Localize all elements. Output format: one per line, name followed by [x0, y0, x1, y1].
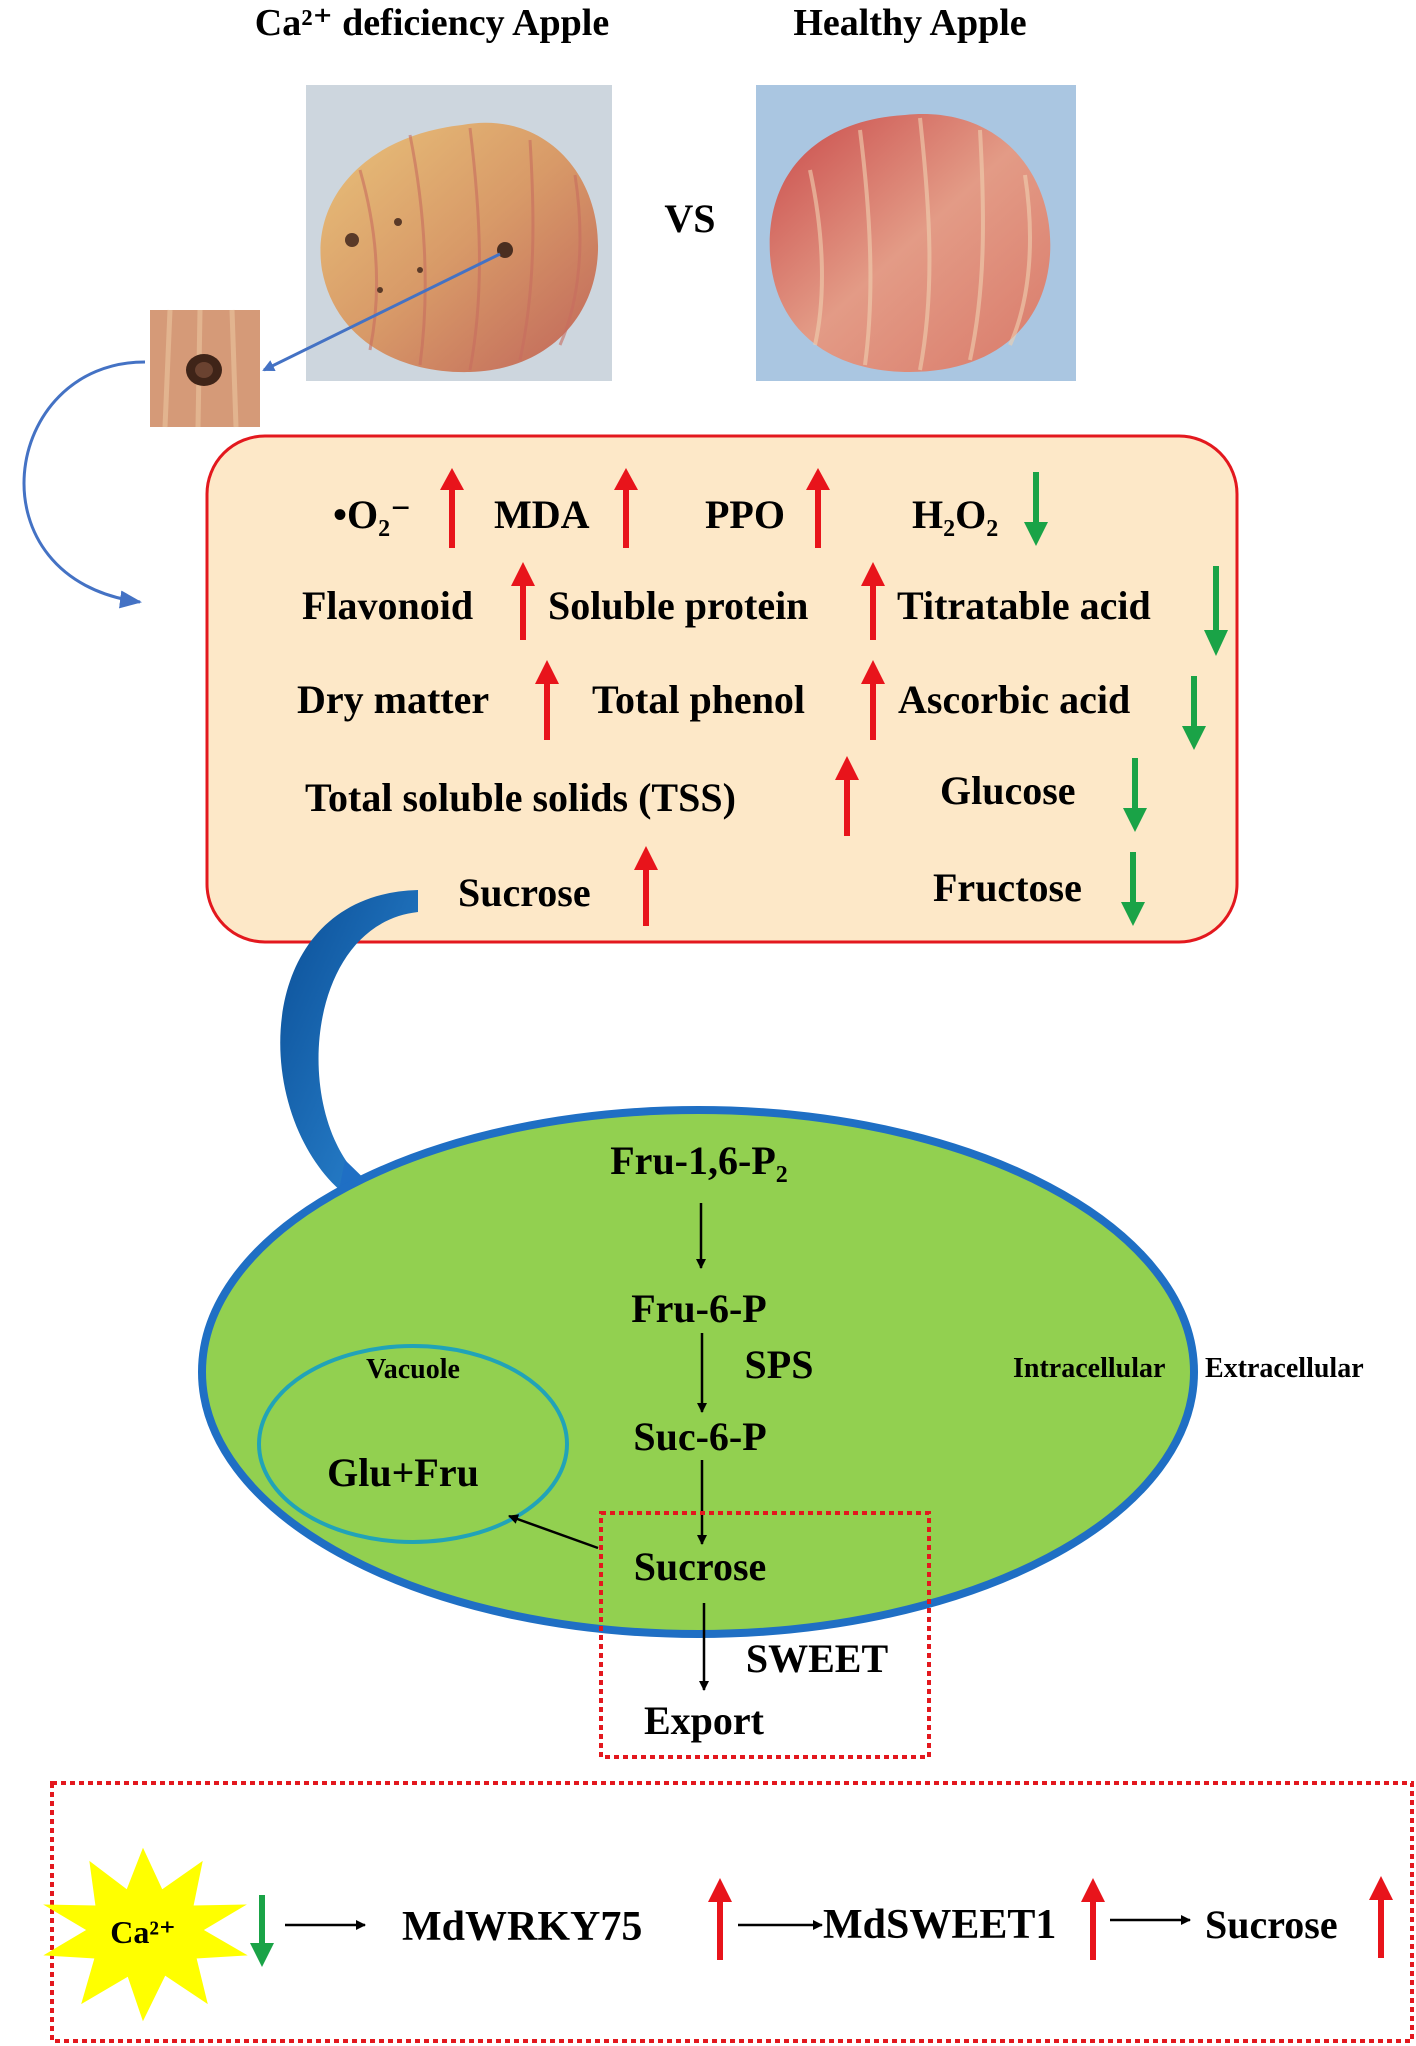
dry-matter-label: Dry matter	[297, 677, 489, 722]
calcium-label: Ca²⁺	[110, 1914, 176, 1950]
flavonoid-label: Flavonoid	[302, 583, 473, 628]
sucrose-up-arrow	[634, 846, 658, 926]
glucose-label: Glucose	[940, 768, 1076, 813]
suc6p-label: Suc-6-P	[633, 1414, 766, 1459]
intracellular-label: Intracellular	[1013, 1353, 1165, 1384]
sps-label: SPS	[745, 1342, 814, 1387]
superoxide-label: •O₂⁻	[333, 492, 411, 537]
titratable-acid-label: Titratable acid	[897, 583, 1151, 628]
pathway-sucrose-label: Sucrose	[1205, 1902, 1338, 1947]
ascorbic-acid-down-arrow	[1182, 676, 1206, 750]
sweet1-label: MdSWEET1	[823, 1902, 1056, 1948]
panel-sucrose-label: Sucrose	[458, 870, 591, 915]
fru6p-label: Fru-6-P	[631, 1286, 767, 1331]
fructose-down-arrow	[1121, 852, 1145, 926]
vacuole-label: Vacuole	[366, 1354, 460, 1385]
dry-matter-up-arrow	[535, 660, 559, 740]
h2o2-label: H₂O₂	[912, 492, 998, 537]
total-phenol-label: Total phenol	[592, 677, 805, 722]
glufru-label: Glu+Fru	[327, 1450, 479, 1495]
lesion-to-panel-arrow	[22, 360, 146, 609]
total-phenol-up-arrow	[861, 660, 885, 740]
healthy-apple-photo	[756, 85, 1076, 381]
tss-up-arrow	[835, 756, 859, 836]
lesion-pointer-arrow	[262, 252, 501, 372]
calcium-star	[43, 1847, 248, 2022]
fru16p2-label: Fru-1,6-P₂	[610, 1138, 788, 1183]
export-label: Export	[644, 1698, 765, 1743]
lesion-zoom-photo	[150, 309, 260, 428]
ppo-label: PPO	[705, 492, 785, 537]
flavonoid-up-arrow	[511, 562, 535, 640]
vacuole	[257, 1344, 569, 1544]
tss-label: Total soluble solids (TSS)	[305, 775, 736, 820]
titratable-acid-down-arrow	[1204, 566, 1228, 656]
wrky-up-arrow	[708, 1878, 732, 1960]
pathway-sucrose-up-arrow	[1369, 1876, 1393, 1958]
wrky-label: MdWRKY75	[402, 1904, 642, 1950]
soluble-protein-label: Soluble protein	[548, 583, 808, 628]
pathway-dotted-box	[50, 1781, 1414, 2043]
deficiency-apple-label: Ca²⁺ deficiency Apple	[255, 2, 609, 44]
soluble-protein-up-arrow	[861, 562, 885, 640]
sweet1-up-arrow	[1081, 1878, 1105, 1960]
sucrose-to-vacuole-arrow	[508, 1514, 599, 1550]
physiology-panel	[205, 434, 1239, 944]
ppo-up-arrow	[806, 468, 830, 548]
glucose-down-arrow	[1123, 758, 1147, 832]
calcium-down-arrow	[250, 1895, 274, 1967]
sweet-label: SWEET	[746, 1636, 889, 1681]
superoxide-up-arrow	[440, 468, 464, 548]
cell-sucrose-label: Sucrose	[634, 1544, 767, 1589]
healthy-apple-label: Healthy Apple	[793, 2, 1026, 44]
mda-label: MDA	[494, 492, 590, 537]
ascorbic-acid-label: Ascorbic acid	[898, 677, 1130, 722]
deficiency-apple-photo	[306, 85, 612, 381]
vs-label: VS	[664, 196, 715, 241]
export-dotted-box	[599, 1511, 931, 1759]
fructose-label: Fructose	[933, 865, 1082, 910]
h2o2-down-arrow	[1024, 472, 1048, 546]
mda-up-arrow	[614, 468, 638, 548]
extracellular-label: Extracellular	[1205, 1353, 1364, 1384]
